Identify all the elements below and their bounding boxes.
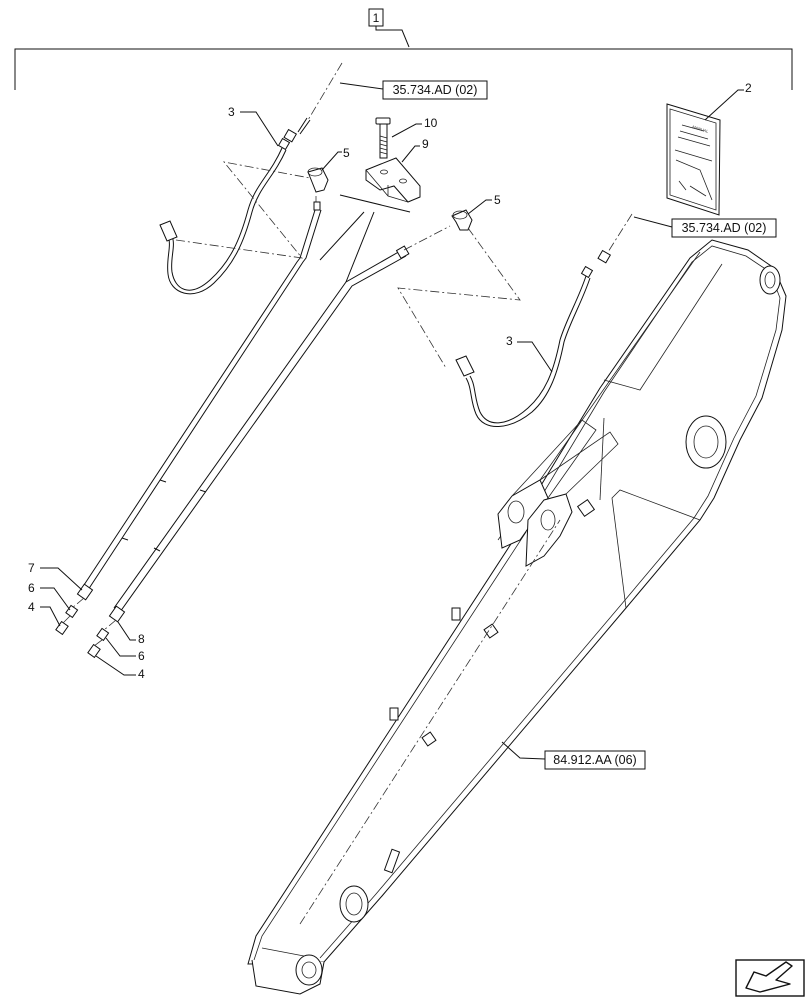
callout-pipe-left-end: 7: [28, 561, 83, 591]
boom: [247, 239, 787, 995]
clamp: [365, 157, 421, 203]
callout-manual: 2: [704, 81, 752, 121]
operator-manual: MANUAL: [666, 103, 721, 216]
reference-box-hose-top: 35.734.AD (02): [339, 80, 488, 100]
callout-pipe-right-end: 8: [117, 621, 145, 646]
callout-label-bolt: 10: [424, 116, 438, 130]
assembly-number: 1: [373, 11, 380, 25]
callout-cap-right: 4: [95, 655, 145, 681]
callout-label-elbow-left: 5: [343, 146, 350, 160]
elbow-left: [307, 167, 329, 193]
callout-label-nut-left: 6: [28, 581, 35, 595]
pipe-left: [81, 201, 322, 591]
reference-label-boom: 84.912.AA (06): [553, 753, 636, 767]
callout-label-hose-right: 3: [506, 334, 513, 348]
elbow-right: [403, 209, 473, 251]
callout-label-manual: 2: [745, 81, 752, 95]
callout-label-hose-left: 3: [228, 105, 235, 119]
reference-label-hose-right: 35.734.AD (02): [682, 221, 767, 235]
callout-label-elbow-right: 5: [494, 193, 501, 207]
callout-label-cap-left: 4: [28, 600, 35, 614]
callout-elbow-left: 5: [321, 146, 350, 171]
pipe-end-left: [55, 583, 94, 636]
callout-cap-left: 4: [28, 600, 61, 627]
hose-right: [397, 213, 633, 427]
callout-hose-right: 3: [506, 334, 553, 373]
pipe-end-right: [87, 605, 126, 659]
callout-hose-left: 3: [228, 105, 279, 147]
callout-label-pipe-left-end: 7: [28, 561, 35, 575]
reference-box-hose-right: 35.734.AD (02): [633, 216, 777, 238]
pipe-right: [113, 245, 410, 613]
assembly-number-box: 1: [368, 8, 384, 27]
callout-nut-left: 6: [28, 581, 71, 611]
callout-label-cap-right: 4: [138, 667, 145, 681]
callout-bolt: 10: [391, 116, 438, 138]
manual-cover-text: MANUAL: [692, 124, 710, 134]
reference-box-boom: 84.912.AA (06): [501, 741, 646, 770]
callout-clamp: 9: [401, 137, 429, 163]
hose-left: [159, 62, 343, 295]
callout-label-clamp: 9: [422, 137, 429, 151]
assembly-bracket: [14, 26, 793, 90]
callout-elbow-right: 5: [467, 193, 501, 215]
reference-label-hose-top: 35.734.AD (02): [393, 83, 478, 97]
pipe-junction: [315, 194, 411, 283]
next-page-arrow-icon[interactable]: [735, 959, 805, 997]
callout-nut-right: 6: [105, 637, 145, 663]
bolt: [375, 117, 391, 159]
callout-label-pipe-right-end: 8: [138, 632, 145, 646]
callout-label-nut-right: 6: [138, 649, 145, 663]
